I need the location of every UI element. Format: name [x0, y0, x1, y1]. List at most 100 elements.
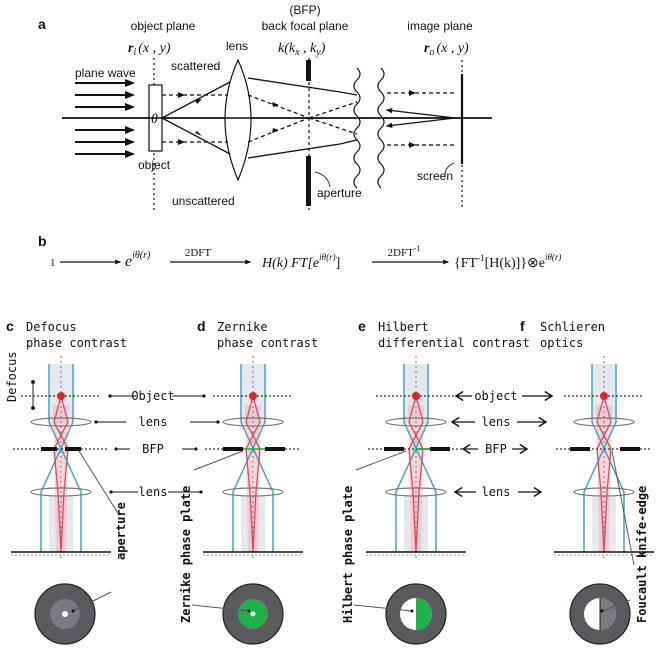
unscattered-rays	[162, 92, 455, 146]
lens-1	[222, 417, 284, 427]
equation-arrow2-label: 2DFT-1	[388, 244, 421, 259]
equation-result: {FT-1[H(k)]}⊗eiθ(r)	[454, 252, 561, 271]
scattered-label: scattered	[171, 59, 220, 73]
panel-c-title-line2: phase contrast	[26, 336, 127, 350]
blue-ray-left	[240, 364, 274, 552]
annotation-leader-top	[193, 450, 244, 471]
aperture-block-right	[265, 447, 285, 451]
panel-d-label: d	[197, 318, 206, 334]
equation-filtered-spectrum: H(k) FT[eiθ(r)]	[261, 252, 340, 271]
unscattered-label: unscattered	[172, 194, 235, 208]
object-plane-label: object plane	[131, 19, 196, 33]
screen-label: screen	[417, 169, 453, 183]
theta-symbol: θ	[151, 112, 158, 127]
red-band	[596, 405, 612, 552]
object-dot	[412, 392, 420, 400]
red-band	[53, 405, 69, 552]
lens-label-ef: lens	[482, 415, 511, 429]
aperture-block-left	[384, 447, 404, 451]
lens-1	[30, 417, 92, 427]
blue-ray-right	[583, 364, 617, 552]
aperture-pinhole	[62, 611, 68, 617]
panel-d-title-line1: Zernike	[217, 320, 268, 334]
lens2-label-cd: lens	[139, 485, 168, 499]
aperture-block-right	[620, 447, 640, 451]
lens2-label-ef: lens	[482, 485, 511, 499]
blue-ray-left	[403, 364, 437, 552]
lens-2	[573, 487, 635, 497]
plane-wave-arrows	[75, 79, 135, 158]
panel-f-title-line2: optics	[540, 336, 583, 350]
scattered-rays	[161, 77, 456, 159]
image-plane-coordinate: ro(x , y)	[424, 41, 469, 58]
aperture-bottom	[306, 156, 311, 206]
panel-b: b 1 eiθ(r) 2DFT H(k) FT[eiθ(r)] 2DFT-1 {…	[38, 233, 561, 271]
aperture-block-right	[430, 447, 450, 451]
blue-ray-left	[591, 364, 625, 552]
center-labels-ef: object lens BFP lens	[450, 389, 554, 499]
panel-e-title-line2: differential contrast	[378, 336, 530, 350]
equation-phase-term: eiθ(r)	[125, 250, 151, 270]
lens-label: lens	[226, 39, 248, 53]
equation-arrow1-label: 2DFT	[185, 247, 212, 259]
object-plane-coordinate: ri(x , y)	[128, 41, 171, 58]
annotation-label: Hilbert phase plate	[341, 486, 355, 623]
panel-a: a (BFP) object plane back focal plane im…	[38, 3, 492, 210]
panel-b-label: b	[38, 233, 47, 249]
aperture-block-left	[570, 447, 590, 451]
panel-d-title-line2: phase contrast	[217, 336, 318, 350]
annotation-leader-top	[78, 450, 120, 516]
lens-1	[573, 417, 635, 427]
hilbert-phase-plate-half	[416, 598, 432, 630]
aperture-label: aperture	[317, 186, 362, 200]
foucault-knife-edge-half	[600, 598, 616, 630]
annotation-leader-top	[355, 450, 407, 471]
lens-shape	[224, 58, 252, 182]
annotation-leader-disc	[72, 591, 112, 612]
red-band	[408, 405, 424, 552]
annotation-leader-disc	[191, 604, 250, 612]
panel-e-label: e	[358, 318, 366, 334]
blue-ray-right	[40, 364, 74, 552]
bfp-label-ef: BFP	[485, 442, 507, 456]
center-labels-cd: Object lens BFP lens	[94, 389, 220, 499]
panel-c-title-line1: Defocus	[26, 320, 77, 334]
image-plane-label: image plane	[407, 19, 473, 33]
blue-ray-right	[395, 364, 429, 552]
defocus-label: Defocus	[5, 351, 19, 402]
aperture-top	[306, 60, 311, 81]
annotation-dot	[71, 609, 75, 613]
object-dot	[57, 392, 65, 400]
panel-c-label: c	[6, 318, 14, 334]
lens-label-cd: lens	[139, 415, 168, 429]
object-label-cd: Object	[131, 389, 174, 403]
object-dot	[600, 392, 608, 400]
zernike-center	[250, 611, 256, 617]
object-label-ef: object	[474, 389, 517, 403]
object-dot	[249, 392, 257, 400]
bfp-coordinate: k(kx , ky)	[278, 41, 326, 58]
red-band	[245, 405, 261, 552]
annotation-label: aperture	[114, 502, 128, 560]
aperture-block-left	[223, 447, 243, 451]
aperture-block-right	[65, 447, 81, 451]
lens-2	[30, 487, 92, 497]
aperture-block-left	[41, 447, 57, 451]
red-ray-left	[596, 395, 612, 553]
annotation-label: Zernike phase plate	[179, 486, 193, 623]
annotation-dot	[247, 609, 251, 613]
plane-wave-label: plane wave	[75, 66, 136, 80]
annotation-leader-disc	[353, 604, 413, 612]
blue-ray-right	[232, 364, 266, 552]
panel-e-title-line1: Hilbert	[378, 320, 429, 334]
equation-start: 1	[50, 257, 56, 269]
panel-a-label: a	[38, 16, 46, 32]
annotation-label: Foucault knife-edge	[635, 486, 649, 623]
back-focal-plane-label: back focal plane	[262, 19, 349, 33]
annotation-dot	[600, 609, 604, 613]
break-symbol	[353, 67, 385, 189]
lens-1	[385, 417, 447, 427]
